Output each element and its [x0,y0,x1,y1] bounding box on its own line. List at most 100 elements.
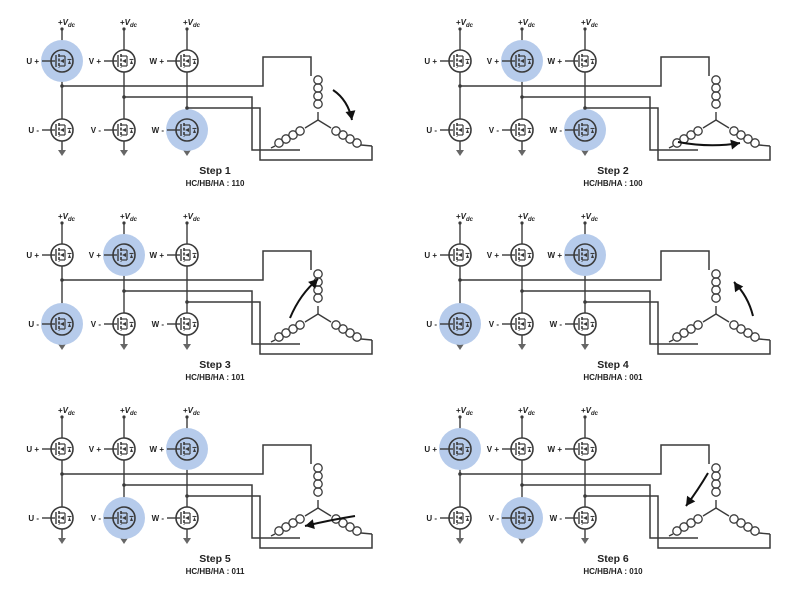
coil-u [711,75,721,109]
supply-label: +Vdc [456,406,474,417]
gate-label: W - [550,126,563,135]
coil-turn [711,487,721,497]
supply-label: +Vdc [183,406,201,417]
channel-arrow [583,253,587,257]
switch-u-high: U + [26,437,74,461]
coil-w-tail [758,144,771,147]
switch-v-low: V - [91,118,136,142]
channel-arrow [583,447,587,451]
coil-turn [736,130,746,140]
phase-v-wire [522,290,698,345]
coil-turn [338,324,348,334]
ground-symbol [58,150,66,156]
body-diode [591,323,594,327]
switch-u-high: U + [424,243,472,267]
coil-u [711,463,721,497]
coil-turn [281,328,291,338]
coil-turn [295,514,305,524]
switch-v-low: V - [91,312,136,336]
rotation-arrow-head [730,139,740,150]
body-diode [591,517,594,521]
coil-turn [679,328,689,338]
supply-node [520,27,524,31]
body-diode [591,60,594,64]
body-diode [193,254,196,258]
gate-label: V + [487,445,500,454]
switch-w-low: W - [550,506,597,530]
coil-turn [338,130,348,140]
coil-turn [352,332,362,342]
supply-node [458,221,462,225]
switch-u-high: U + [424,49,472,73]
phase-w-wire [585,107,771,161]
body-diode [68,323,71,327]
phase-w-node [583,106,587,110]
channel-arrow [60,59,64,63]
channel-arrow [458,516,462,520]
coil-turn [331,320,341,330]
coil-turn [736,324,746,334]
coil-w-tail [758,532,771,535]
switch-u-high: U + [424,428,481,470]
star-center-left [304,313,319,323]
hall-code: HC/HB/HA : 011 [186,567,245,576]
supply-node [185,221,189,225]
step-title: Step 5 [199,553,231,565]
body-diode [68,448,71,452]
channel-arrow [185,447,189,451]
channel-arrow [583,59,587,63]
ground-symbol [120,344,128,350]
star-center-right [317,119,332,129]
gate-label: W + [150,57,165,66]
coil-turn [711,463,721,473]
gate-label: U - [28,320,39,329]
ground-symbol [456,538,464,544]
ground-symbol [183,344,191,350]
hall-code: HC/HB/HA : 010 [583,567,643,576]
gate-label: U + [26,251,39,260]
phase-w-wire [187,495,373,549]
channel-arrow [60,128,64,132]
supply-node [520,415,524,419]
phase-u-wire [460,56,710,87]
channel-arrow [60,322,64,326]
coil-turn [313,91,323,101]
supply-node [458,415,462,419]
coil-turn [345,522,355,532]
gate-label: U + [26,57,39,66]
phase-wires [60,250,373,355]
coil-u [313,463,323,497]
phase-wires [458,56,771,161]
coil-turn [345,328,355,338]
switch-v-high: V + [487,437,534,461]
supply-label: +Vdc [518,212,536,223]
gate-label: V + [89,251,102,260]
phase-u-node [458,472,462,476]
coil-turn [313,479,323,489]
phase-v-wire [522,96,698,151]
phase-u-wire [460,444,710,475]
channel-arrow [185,128,189,132]
motor-winding [270,75,373,149]
rotation-arrow [304,515,356,530]
rotation-arrow-head [305,519,315,530]
hall-code: HC/HB/HA : 100 [583,179,643,188]
coil-turn [288,518,298,528]
coil-turn [693,320,703,330]
ground-symbol [518,150,526,156]
supply-node [60,27,64,31]
supply-node [185,27,189,31]
rotation-arrow-head [308,279,318,289]
channel-arrow [458,447,462,451]
supply-label: +Vdc [518,406,536,417]
switch-v-high: V + [487,243,534,267]
ground-symbol [581,538,589,544]
coil-w [729,514,760,536]
motor-winding [270,269,373,343]
coil-u [313,75,323,109]
coil-turn [313,99,323,109]
